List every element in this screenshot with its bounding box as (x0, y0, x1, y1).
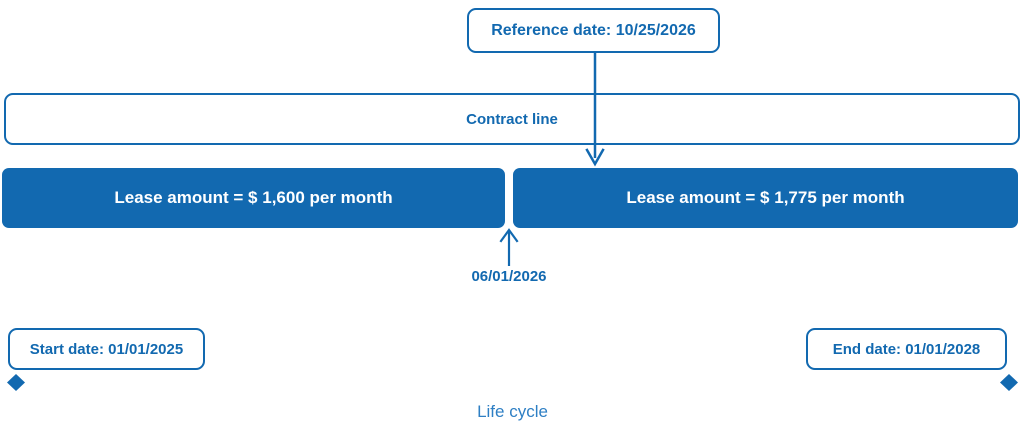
reference-date-connector-arrow (585, 50, 605, 167)
contract-line-box: Contract line (4, 93, 1020, 145)
end-date-label: End date: 01/01/2028 (832, 340, 981, 358)
change-date-label: 06/01/2026 (471, 268, 547, 285)
lifecycle-end-diamond-marker (1000, 374, 1018, 391)
lifecycle-start-diamond-marker (7, 374, 25, 391)
lifecycle-axis-label: Life cycle (477, 402, 548, 421)
reference-date-label: Reference date: 10/25/2026 (491, 21, 696, 39)
change-date-up-arrow-icon (499, 228, 519, 266)
start-date-label: Start date: 01/01/2025 (29, 340, 184, 358)
lease-amount-label-first: Lease amount = $ 1,600 per month (114, 188, 393, 207)
lease-amount-bar-first-period: Lease amount = $ 1,600 per month (2, 168, 505, 228)
end-date-box: End date: 01/01/2028 (806, 328, 1007, 370)
lease-amount-bar-second-period: Lease amount = $ 1,775 per month (513, 168, 1018, 228)
lease-amount-label-second: Lease amount = $ 1,775 per month (626, 188, 905, 207)
lifecycle-axis-line (7, 374, 1018, 391)
reference-date-box: Reference date: 10/25/2026 (467, 8, 720, 53)
contract-line-label: Contract line (459, 110, 565, 128)
start-date-box: Start date: 01/01/2025 (8, 328, 205, 370)
